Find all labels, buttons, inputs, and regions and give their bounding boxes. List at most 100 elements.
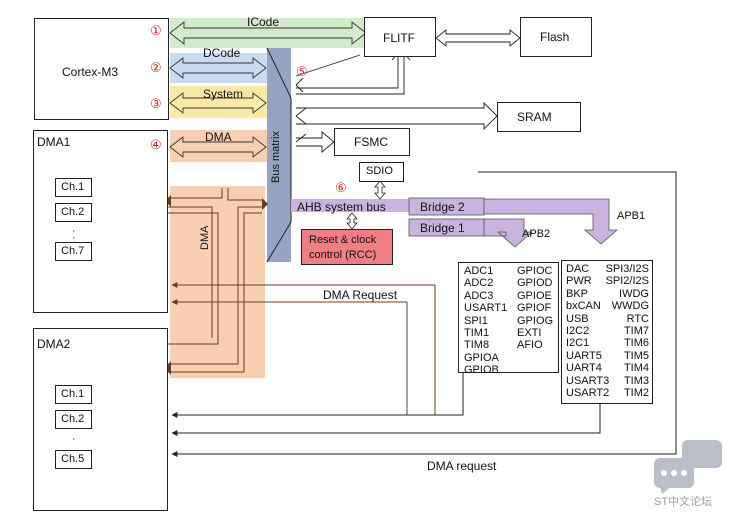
peripheral-label: TIM7 — [623, 325, 649, 338]
cortex-m3-box — [34, 18, 169, 120]
dma2-ch1 — [55, 385, 92, 404]
peripheral-label: TIM4 — [623, 362, 649, 375]
apb2-arrow — [483, 218, 534, 248]
apb2-label: APB2 — [522, 228, 551, 240]
peripheral-label: GPIOG — [517, 314, 554, 327]
peripheral-label: ADC1 — [464, 265, 494, 277]
dma1-arrow-head — [165, 195, 171, 207]
peripheral-label: GPIOD — [517, 277, 553, 290]
peripheral-label: AFIO — [517, 339, 543, 352]
dma1-ch2 — [55, 203, 92, 222]
fsmc-label: FSMC — [354, 135, 388, 149]
dma1-ch2-label: Ch.2 — [61, 206, 85, 218]
sdio-box — [359, 162, 404, 182]
rcc-label-line2: control (RCC) — [309, 249, 377, 261]
dma1-title: DMA1 — [37, 135, 71, 149]
system-arrow — [169, 92, 267, 114]
peripheral-label: SPI3/I2S — [605, 263, 649, 275]
rcc-box — [301, 229, 393, 265]
dma1-ch7 — [55, 242, 92, 261]
ahb-label: AHB system bus — [297, 200, 386, 214]
watermark-text: ST中文论坛 — [654, 496, 713, 508]
dma-request-lines — [171, 282, 436, 415]
peripheral-label: DAC — [566, 263, 590, 275]
peripheral-label: BKP — [566, 287, 589, 300]
dcode-arrow — [169, 57, 267, 79]
peripheral-label: USART3 — [566, 374, 610, 387]
dma2-ch5 — [55, 450, 92, 469]
marker-3: ③ — [150, 97, 162, 112]
flitf-flash-arrow — [435, 29, 521, 47]
peripheral-label: TIM6 — [623, 337, 649, 350]
peripheral-label: bxCAN — [566, 300, 601, 313]
sram-box — [497, 102, 581, 132]
apb1-label: APB1 — [617, 210, 646, 222]
sdio-label: SDIO — [366, 165, 393, 177]
peripheral-label: GPIOE — [517, 289, 552, 302]
apb1-peripheral-box — [561, 260, 653, 404]
peripheral-label: WWDG — [611, 300, 649, 313]
dma2-request-lines — [171, 171, 677, 457]
peripheral-label: USB — [566, 312, 589, 325]
peripheral-label: GPIOF — [517, 302, 552, 315]
dma1-ellipsis: · — [72, 225, 76, 237]
rcc-label-line1: Reset & clock — [309, 234, 377, 246]
peripheral-label: I2C1 — [566, 337, 590, 350]
marker-2: ② — [150, 61, 162, 76]
dma2-ch2-label: Ch.2 — [61, 413, 85, 425]
dma2-ellipsis: · — [72, 433, 76, 445]
dma1-ch1 — [55, 178, 92, 197]
dma2-ch1-label: Ch.1 — [61, 388, 85, 400]
peripheral-label: TIM5 — [623, 349, 649, 362]
peripheral-label: ADC3 — [464, 289, 494, 302]
dcode-label: DCode — [203, 46, 241, 60]
dma1-ellipsis-2: · — [72, 232, 76, 244]
bridge1-label: Bridge 1 — [420, 221, 465, 235]
watermark-chat-icon — [654, 440, 722, 494]
peripheral-label: RTC — [626, 312, 649, 325]
icode-label: ICode — [247, 15, 280, 29]
dma-bus-label: DMA — [205, 130, 232, 144]
peripheral-label: PWR — [566, 275, 592, 288]
peripheral-label: TIM8 — [464, 339, 490, 352]
peripheral-label: IWDG — [619, 287, 649, 300]
peripheral-label: GPIOC — [517, 265, 553, 277]
apb2-peripheral-box — [458, 262, 559, 373]
flash-label: Flash — [540, 30, 570, 44]
dma-vertical-label: DMA — [199, 225, 211, 250]
dma-request-upper-label: DMA Request — [323, 288, 398, 302]
dma1-ch7-label: Ch.7 — [61, 245, 85, 257]
marker-6: ⑥ — [335, 181, 347, 196]
peripheral-label: TIM3 — [623, 374, 649, 387]
dma-arrow — [169, 136, 267, 158]
dma1-link-arrow — [146, 206, 219, 345]
apb1-arrow — [483, 198, 619, 245]
sram-label: SRAM — [517, 110, 552, 124]
dma-to-matrix-head — [262, 198, 268, 210]
sdio-ahb-arrow — [374, 180, 386, 200]
marker-5: ⑤ — [296, 65, 308, 80]
dma-request-lower-label: DMA request — [427, 459, 497, 473]
bus-matrix-block — [267, 48, 291, 262]
dma1-ch1-label: Ch.1 — [61, 181, 85, 193]
peripheral-label: I2C2 — [566, 325, 590, 338]
peripheral-label: SPI1 — [464, 314, 488, 327]
flash-box — [520, 17, 592, 57]
dma2-box — [33, 328, 168, 511]
flitf-label: FLITF — [383, 31, 415, 45]
peripheral-label: GPIOA — [464, 351, 499, 364]
bus-matrix-label: Bus matrix — [270, 131, 282, 183]
dma2-arrow-head — [165, 361, 171, 375]
dma2-ch2 — [55, 410, 92, 429]
peripheral-label: GPIOB — [464, 364, 499, 377]
peripheral-label: USART2 — [566, 387, 610, 400]
marker-4: ④ — [150, 138, 162, 153]
peripheral-label: UART4 — [566, 362, 602, 375]
bus-matrix-edge — [266, 47, 292, 263]
system-label: System — [203, 87, 244, 101]
ahb-rcc-arrow — [346, 212, 358, 230]
